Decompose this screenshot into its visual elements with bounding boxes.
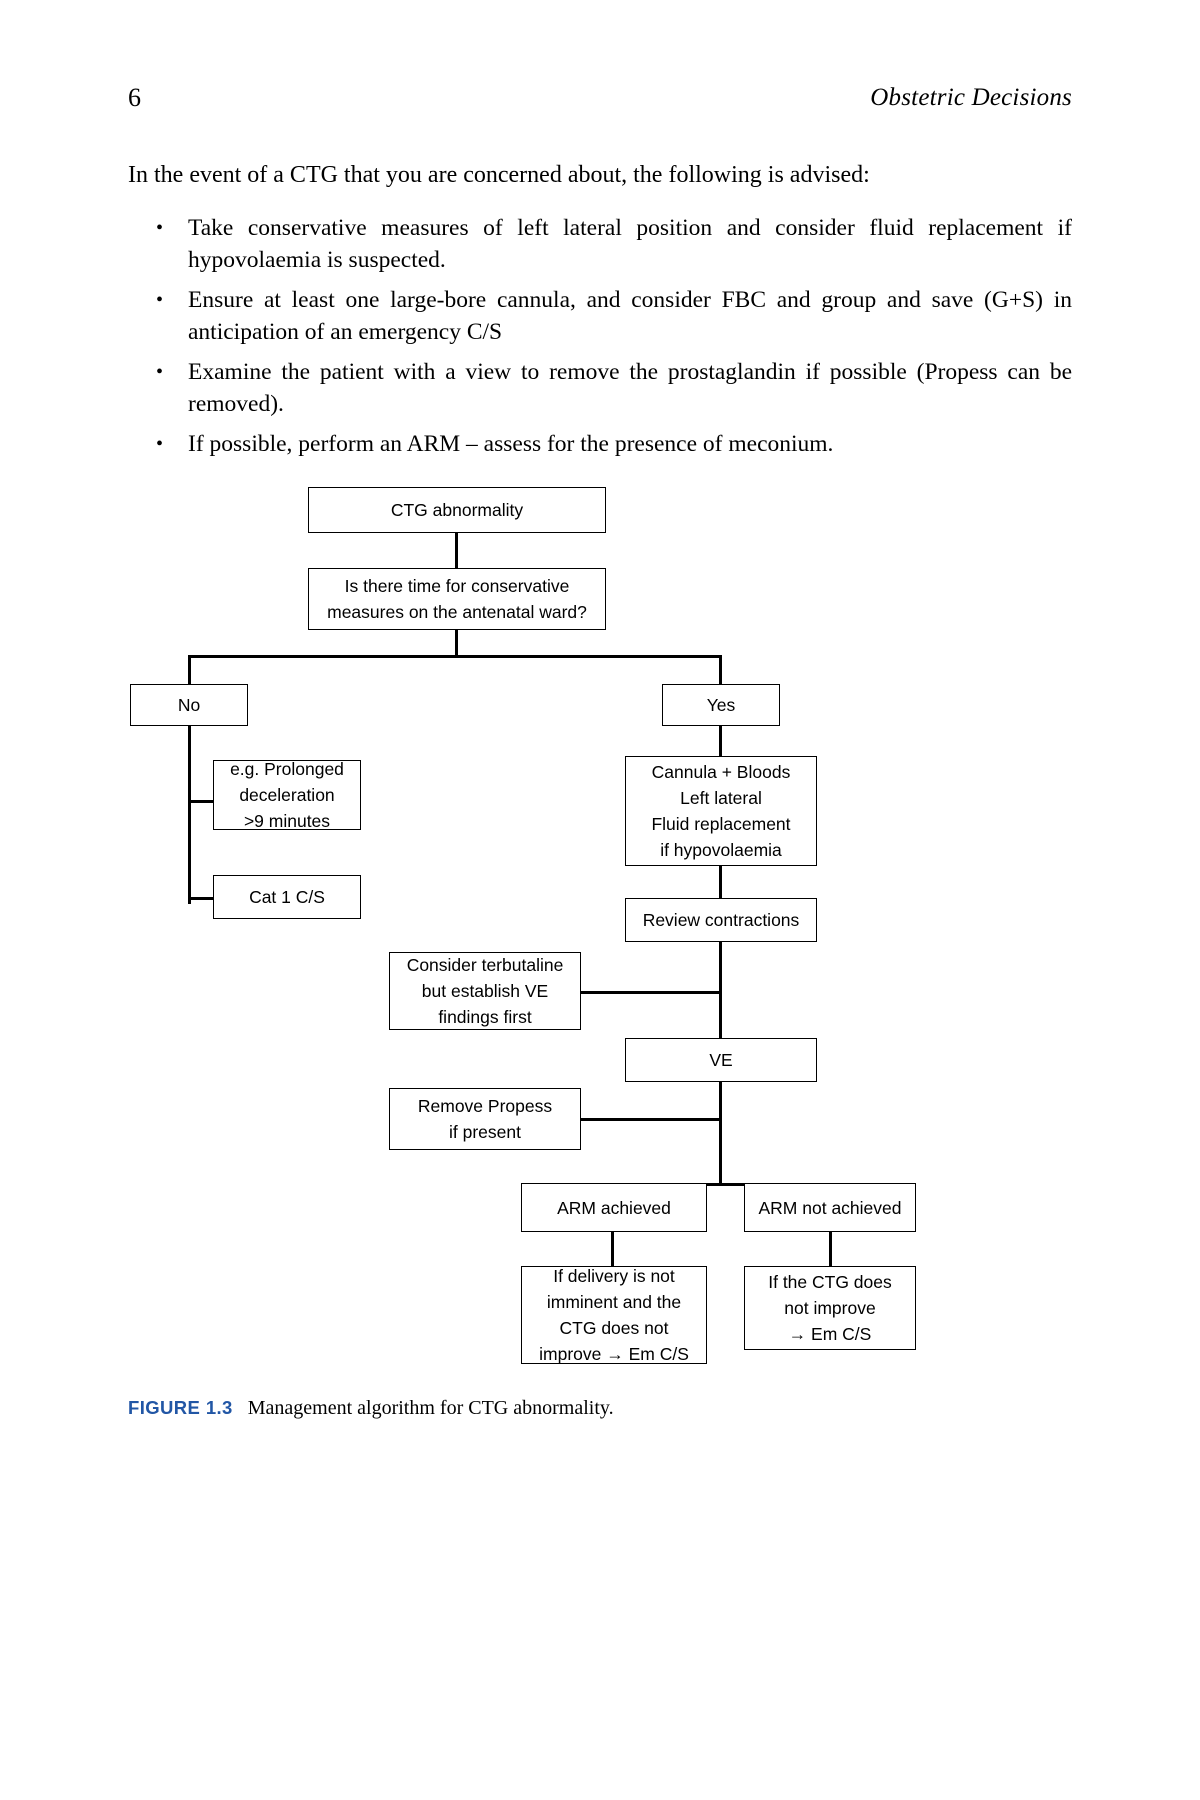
list-item-text: Examine the patient with a view to remov… xyxy=(188,359,1072,417)
edge-arm-split-bar xyxy=(611,1183,829,1187)
bullet-list: • Take conservative measures of left lat… xyxy=(128,212,1072,468)
node-consider-terbutaline[interactable]: Consider terbutaline but establish VE fi… xyxy=(389,952,581,1030)
node-label-line1: If the CTG does xyxy=(768,1272,892,1292)
node-cat1-cs[interactable]: Cat 1 C/S xyxy=(213,875,361,919)
node-label-line4: improve → Em C/S xyxy=(539,1344,689,1364)
node-label-line3: CTG does not xyxy=(559,1318,669,1338)
node-arm-achieved[interactable]: ARM achieved xyxy=(521,1183,707,1232)
bullet-marker: • xyxy=(156,433,164,455)
bullet-marker: • xyxy=(156,217,164,239)
node-label-line2: deceleration xyxy=(239,785,335,805)
node-prolonged-deceleration[interactable]: e.g. Prolonged deceleration >9 minutes xyxy=(213,759,361,831)
node-label-line2: not improve xyxy=(784,1298,876,1318)
page-number: 6 xyxy=(128,83,141,112)
node-label: CTG abnormality xyxy=(390,500,524,520)
node-label-line1: If delivery is not xyxy=(553,1266,675,1286)
node-label-line1: Remove Propess xyxy=(417,1096,553,1116)
list-item-text: Ensure at least one large-bore cannula, … xyxy=(188,287,1072,345)
figure-label: FIGURE 1.3 xyxy=(128,1397,233,1418)
node-label: ARM achieved xyxy=(557,1197,671,1218)
edge-no-prolonged xyxy=(188,800,214,804)
node-label: Yes xyxy=(706,695,736,715)
list-item: • Examine the patient with a view to rem… xyxy=(128,356,1072,420)
node-label-line2: imminent and the xyxy=(546,1292,682,1312)
node-label-line3: findings first xyxy=(438,1007,532,1027)
edge-split-right xyxy=(719,655,723,685)
running-head: 6 Obstetric Decisions xyxy=(128,80,1072,116)
book-title: Obstetric Decisions xyxy=(870,84,1072,111)
list-item-text: Take conservative measures of left later… xyxy=(188,215,1072,273)
node-arm-not-achieved[interactable]: ARM not achieved xyxy=(744,1183,916,1232)
node-is-there-time[interactable]: Is there time for conservative measures … xyxy=(308,568,606,630)
figure-caption: FIGURE 1.3 Management algorithm for CTG … xyxy=(128,1395,1072,1422)
edge-cannula-review xyxy=(719,866,723,898)
node-ve[interactable]: VE xyxy=(625,1038,817,1082)
node-label: ARM not achieved xyxy=(758,1197,902,1218)
node-ctg-abnormality[interactable]: CTG abnormality xyxy=(308,487,606,533)
node-label: Cat 1 C/S xyxy=(249,887,325,907)
node-label: No xyxy=(177,695,201,715)
node-cannula-bloods[interactable]: Cannula + Bloods Left lateral Fluid repl… xyxy=(625,756,817,866)
list-item: • If possible, perform an ARM – assess f… xyxy=(128,428,1072,460)
node-remove-propess[interactable]: Remove Propess if present xyxy=(389,1088,581,1150)
list-item: • Take conservative measures of left lat… xyxy=(128,212,1072,276)
list-item-text: If possible, perform an ARM – assess for… xyxy=(188,431,834,457)
node-arm-not-achieved-outcome[interactable]: If the CTG does not improve → Em C/S xyxy=(744,1266,916,1350)
flowchart-figure: CTG abnormality Is there time for conser… xyxy=(0,470,1200,1400)
edge-ctg-question xyxy=(455,532,459,570)
node-label-line3: >9 minutes xyxy=(243,811,331,831)
node-label-line3: Fluid replacement xyxy=(651,814,791,834)
node-arm-achieved-outcome[interactable]: If delivery is not imminent and the CTG … xyxy=(521,1266,707,1364)
intro-paragraph: In the event of a CTG that you are conce… xyxy=(128,162,870,188)
node-label: VE xyxy=(709,1050,733,1070)
edge-no-cat1 xyxy=(188,897,214,901)
edge-question-down xyxy=(455,630,459,658)
bullet-marker: • xyxy=(156,361,164,383)
node-review-contractions[interactable]: Review contractions xyxy=(625,898,817,942)
list-item: • Ensure at least one large-bore cannula… xyxy=(128,284,1072,348)
edge-yes-cannula xyxy=(719,726,723,756)
bullet-marker: • xyxy=(156,289,164,311)
edge-propess-stub xyxy=(581,1118,721,1122)
edge-terbutaline-stub xyxy=(581,991,721,995)
node-label-line2: but establish VE xyxy=(421,981,549,1001)
edge-armyes-out xyxy=(611,1232,615,1268)
edge-no-spine xyxy=(188,726,192,904)
edge-split-left xyxy=(188,655,192,685)
node-label-line4: if hypovolaemia xyxy=(660,840,782,860)
node-label-line2: Left lateral xyxy=(680,788,762,808)
edge-armno-out xyxy=(829,1232,833,1268)
node-label: Review contractions xyxy=(642,910,800,930)
node-label-line1: Cannula + Bloods xyxy=(651,762,791,782)
node-label-line2: measures on the antenatal ward? xyxy=(327,602,587,622)
node-label-line1: Is there time for conservative xyxy=(344,576,570,596)
node-label-line2: if present xyxy=(449,1122,521,1142)
edge-split-bar xyxy=(188,655,722,659)
node-label-line1: e.g. Prolonged xyxy=(230,759,344,779)
figure-caption-text: Management algorithm for CTG abnormality… xyxy=(247,1397,614,1419)
node-yes[interactable]: Yes xyxy=(662,684,780,726)
node-no[interactable]: No xyxy=(130,684,248,726)
edge-ve-down xyxy=(719,1081,723,1186)
node-label-line1: Consider terbutaline xyxy=(406,955,564,975)
node-label-line3: → Em C/S xyxy=(788,1324,872,1344)
